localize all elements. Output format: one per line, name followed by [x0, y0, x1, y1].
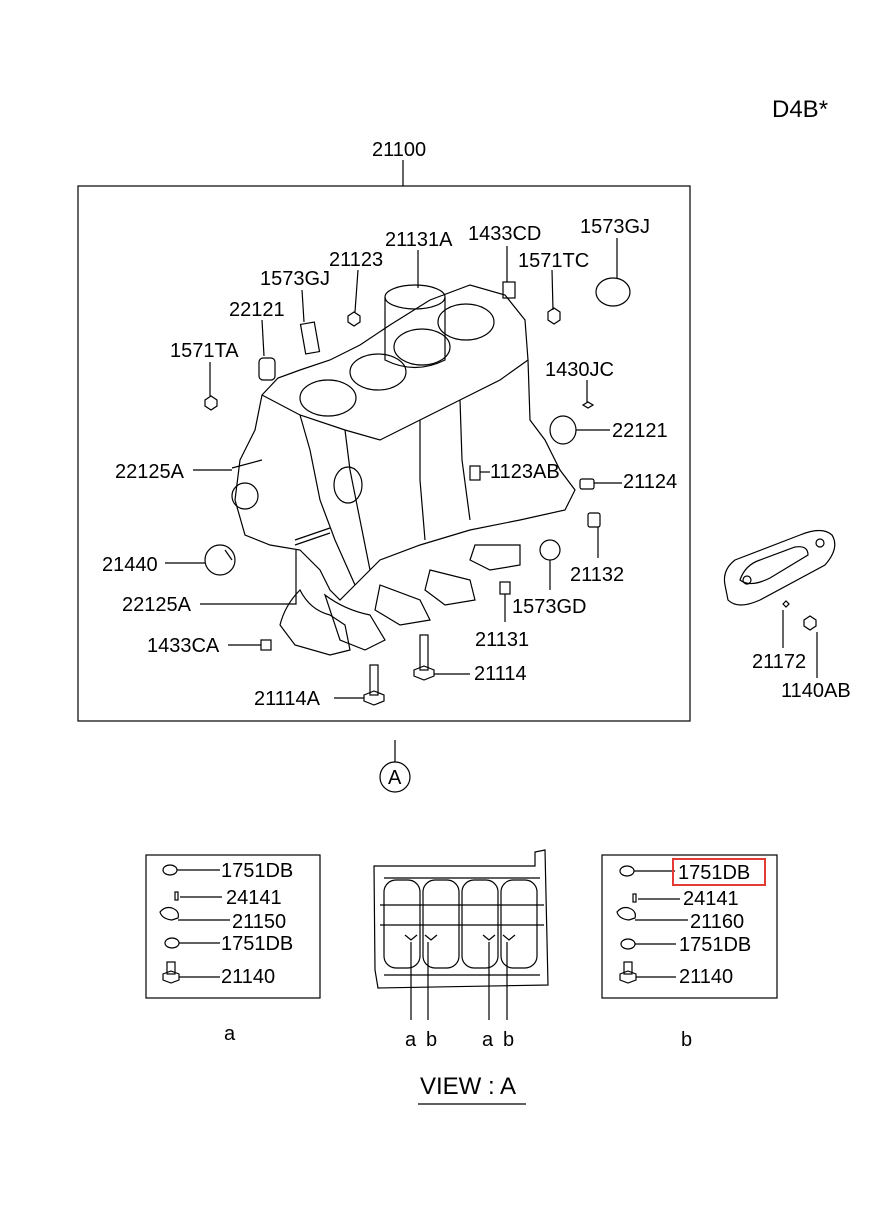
- box-b-icons: [616, 865, 688, 984]
- view-label-1[interactable]: a: [405, 1029, 417, 1051]
- box-b-part-1[interactable]: 1751DB: [678, 862, 750, 884]
- main-callouts: 21131A 1433CD 1573GJ 21123 1571TC 1573GJ…: [102, 216, 677, 710]
- view-label-4[interactable]: b: [503, 1029, 514, 1051]
- callout-22125A-top[interactable]: 22125A: [115, 461, 185, 483]
- callout-22121-right[interactable]: 22121: [612, 420, 668, 442]
- box-b-letter[interactable]: b: [681, 1029, 692, 1051]
- callout-21114[interactable]: 21114: [474, 663, 527, 685]
- callout-21123[interactable]: 21123: [329, 249, 383, 271]
- view-a-drawing: [373, 849, 549, 1020]
- box-b-part-2[interactable]: 24141: [683, 888, 739, 910]
- callout-21114A[interactable]: 21114A: [254, 688, 321, 710]
- box-a-icons: [159, 864, 230, 984]
- callout-1573GJ-left[interactable]: 1573GJ: [260, 268, 330, 290]
- callout-21124[interactable]: 21124: [623, 471, 677, 493]
- view-label-2[interactable]: b: [426, 1029, 437, 1051]
- callout-1433CD[interactable]: 1433CD: [468, 223, 541, 245]
- box-a-part-1[interactable]: 1751DB: [221, 860, 293, 882]
- box-a-letter[interactable]: a: [224, 1023, 236, 1045]
- box-b-part-3[interactable]: 21160: [690, 911, 744, 933]
- view-marker-letter[interactable]: A: [388, 767, 402, 789]
- callout-1571TC[interactable]: 1571TC: [518, 250, 589, 272]
- highlight-box: [672, 858, 766, 886]
- callout-21172[interactable]: 21172: [752, 651, 806, 673]
- box-a-part-2[interactable]: 24141: [226, 887, 282, 909]
- assembly-frame: [77, 185, 691, 722]
- engine-block-drawing: [204, 277, 631, 706]
- callout-1573GJ-top[interactable]: 1573GJ: [580, 216, 650, 238]
- view-label-3[interactable]: a: [482, 1029, 494, 1051]
- engine-code: D4B*: [772, 96, 828, 123]
- callout-1573GD[interactable]: 1573GD: [512, 596, 587, 618]
- box-b-part-5[interactable]: 21140: [679, 966, 733, 988]
- box-a-frame: [145, 854, 321, 999]
- callout-21440[interactable]: 21440: [102, 554, 158, 576]
- box-a-part-4[interactable]: 1751DB: [221, 933, 293, 955]
- box-a-part-3[interactable]: 21150: [232, 911, 286, 933]
- callout-22121-left[interactable]: 22121: [229, 299, 285, 321]
- box-b-part-4[interactable]: 1751DB: [679, 934, 751, 956]
- callout-1430JC[interactable]: 1430JC: [545, 359, 614, 381]
- callout-1571TA[interactable]: 1571TA: [170, 340, 239, 362]
- view-marker-circle: [379, 761, 411, 793]
- side-cover-drawing: [723, 529, 836, 678]
- callout-1123AB[interactable]: 1123AB: [490, 461, 560, 483]
- callout-21132[interactable]: 21132: [570, 564, 624, 586]
- view-title: VIEW : A: [420, 1073, 516, 1100]
- box-b-frame: [601, 854, 778, 999]
- assembly-number[interactable]: 21100: [372, 139, 426, 161]
- callout-21131[interactable]: 21131: [475, 629, 529, 651]
- callout-1433CA[interactable]: 1433CA: [147, 635, 220, 657]
- callout-1140AB[interactable]: 1140AB: [781, 680, 851, 702]
- callout-22125A-bottom[interactable]: 22125A: [122, 594, 192, 616]
- callout-21131A[interactable]: 21131A: [385, 229, 453, 251]
- box-a-part-5[interactable]: 21140: [221, 966, 275, 988]
